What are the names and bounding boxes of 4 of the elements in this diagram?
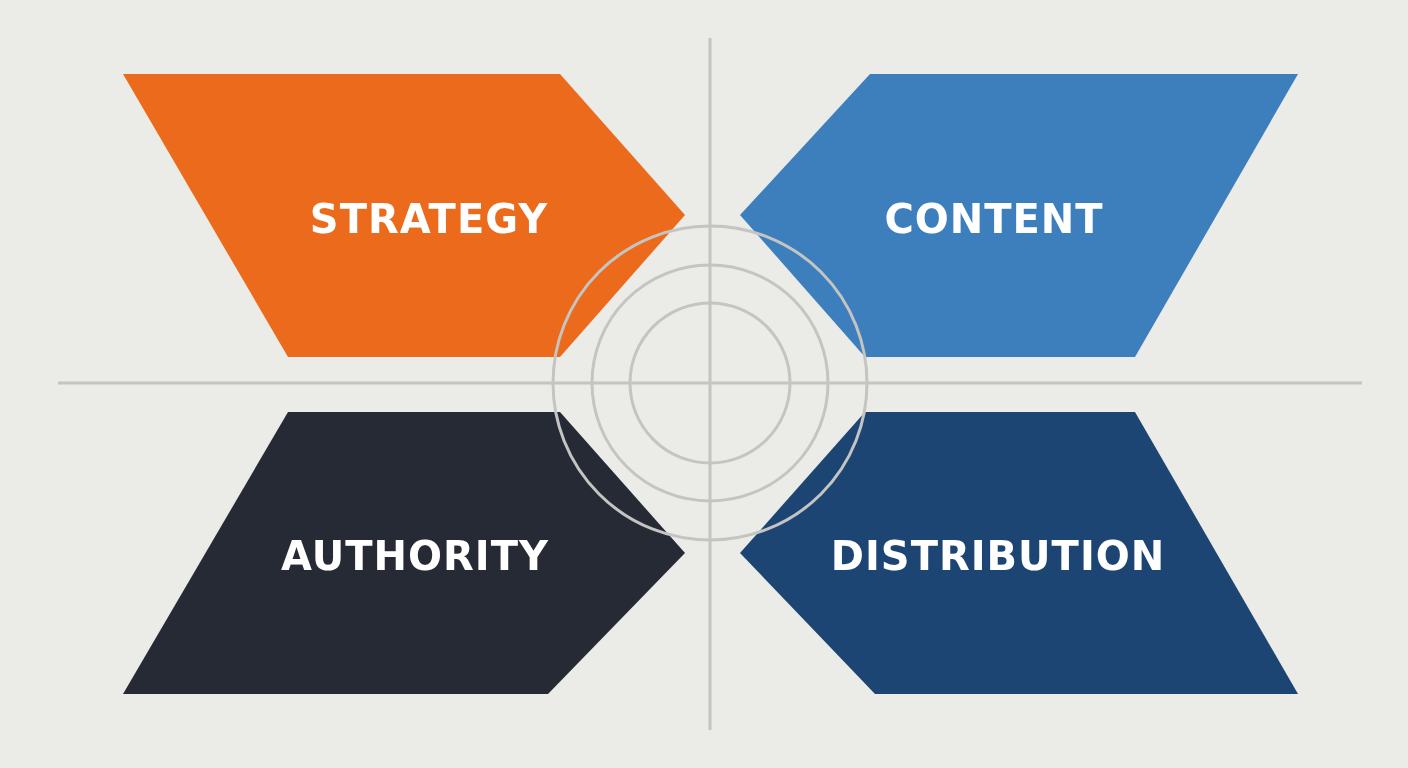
quadrant-title: AUTHORITY — [281, 533, 549, 579]
quadrant-title: CONTENT — [884, 196, 1104, 242]
quadrant-title: DISTRIBUTION — [830, 533, 1166, 579]
quadrant-title: STRATEGY — [309, 196, 549, 242]
